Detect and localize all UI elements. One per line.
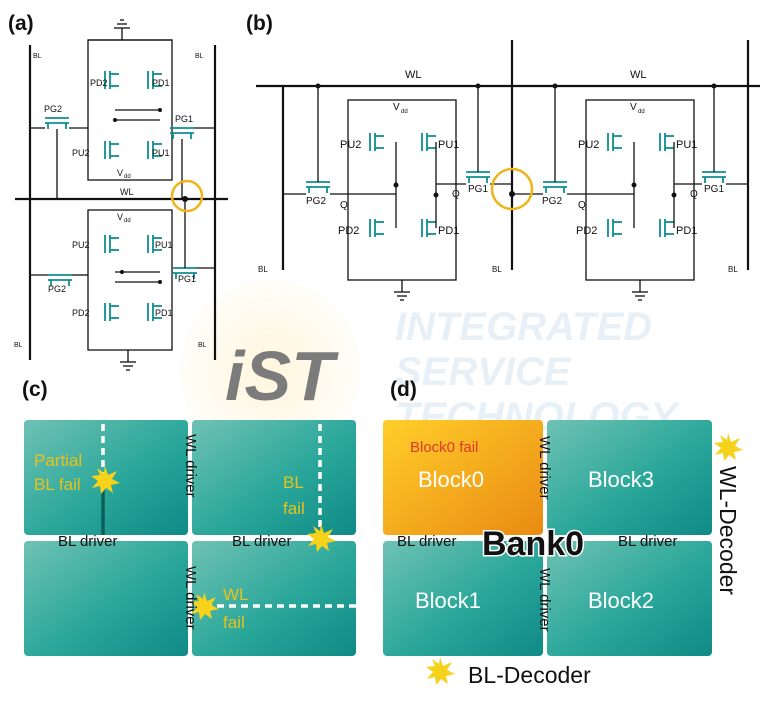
a-top-pd2: PD2 xyxy=(90,78,108,88)
a-bot-pu1: PU1 xyxy=(155,240,173,250)
a-bl-label-top-left: BL xyxy=(33,53,42,60)
c-wl-fail-text-1: WL xyxy=(223,585,249,604)
d-bl-driver-left: BL driver xyxy=(397,533,456,550)
d-wl-driver-top: WL driver xyxy=(536,436,553,500)
panel-c: (c) Partial BL fail BL fail WL fail BL d… xyxy=(22,378,356,656)
c-wl-fail-text-2: fail xyxy=(223,613,245,632)
a-bot-pg1: PG1 xyxy=(178,274,196,284)
a-bot-pg2: PG2 xyxy=(48,284,66,294)
b-right-pd1: PD1 xyxy=(676,225,697,237)
a-bot-pd2: PD2 xyxy=(72,308,90,318)
c-bl-driver-left: BL driver xyxy=(58,533,117,550)
a-fail-highlight-circle xyxy=(170,179,204,213)
b-right-vdd-sub: dd xyxy=(638,109,645,115)
watermark-line-2: SERVICE xyxy=(395,350,572,394)
b-right-pd2: PD2 xyxy=(576,225,597,237)
d-block3 xyxy=(547,420,712,535)
b-right-q: Q xyxy=(690,189,698,200)
c-block-top-right xyxy=(192,420,356,535)
c-partial-bl-fail-text-2: BL fail xyxy=(34,475,81,494)
d-block2 xyxy=(547,541,712,656)
c-wl-driver-bottom: WL driver xyxy=(182,566,199,630)
d-block0-fail-text: Block0 fail xyxy=(410,439,478,456)
a-wl-label: WL xyxy=(120,187,134,197)
d-block0-label: Block0 xyxy=(418,467,484,492)
b-right-qb: Q xyxy=(578,200,586,211)
d-bank-label: Bank0 xyxy=(482,525,584,563)
b-bl-label-right: BL xyxy=(728,265,738,274)
b-left-pg2: PG2 xyxy=(306,196,326,207)
d-block2-label: Block2 xyxy=(588,588,654,613)
b-left-q: Q xyxy=(452,189,460,200)
d-wl-decoder-star xyxy=(714,433,743,461)
a-top-pg2: PG2 xyxy=(44,104,62,114)
d-block0 xyxy=(383,420,543,535)
b-left-pd2: PD2 xyxy=(338,225,359,237)
panel-c-label: (c) xyxy=(22,378,48,401)
panel-b: (b) WL WL BL BL BL V dd PU2 PU1 PD2 PD1 … xyxy=(246,12,760,301)
b-right-pg1: PG1 xyxy=(704,184,724,195)
b-left-vdd-sub: dd xyxy=(401,109,408,115)
d-wl-driver-bottom: WL driver xyxy=(536,568,553,632)
a-bot-pd1: PD1 xyxy=(155,308,173,318)
b-left-pd1: PD1 xyxy=(438,225,459,237)
d-wl-decoder-label: WL-Decoder xyxy=(715,466,741,595)
b-left-vdd: V xyxy=(393,102,400,113)
watermark-logo-text: iST xyxy=(225,337,339,415)
watermark-line-1: INTEGRATED xyxy=(395,305,652,349)
b-right-pg2: PG2 xyxy=(542,196,562,207)
d-block1-label: Block1 xyxy=(415,588,481,613)
a-bot-vdd: V xyxy=(117,212,123,222)
c-block-bottom-left xyxy=(24,541,188,656)
panel-a: (a) BL BL BL BL WL PD2 PD1 PU2 PU1 V dd … xyxy=(8,12,228,371)
c-bl-driver-right: BL driver xyxy=(232,533,291,550)
d-bl-decoder-star xyxy=(426,657,455,685)
c-partial-bl-fail-text-1: Partial xyxy=(34,451,82,470)
c-block-bottom-right xyxy=(192,541,356,656)
d-bl-decoder-label: BL-Decoder xyxy=(468,662,591,688)
a-bl-label-bottom-right: BL xyxy=(198,342,207,349)
b-right-pu1: PU1 xyxy=(676,139,697,151)
b-fail-highlight-circle xyxy=(490,167,534,211)
b-blb-label: BL xyxy=(258,265,268,274)
a-bot-pu2: PU2 xyxy=(72,240,90,250)
a-top-vdd: V xyxy=(117,168,123,178)
d-block1 xyxy=(383,541,543,656)
a-top-pu1: PU1 xyxy=(152,148,170,158)
b-wl-label-right: WL xyxy=(630,69,647,81)
panel-d-label: (d) xyxy=(390,378,417,401)
watermark-logo-sun xyxy=(180,280,360,460)
panel-a-label: (a) xyxy=(8,12,34,35)
b-bl-label-mid: BL xyxy=(492,265,502,274)
b-left-pu2: PU2 xyxy=(340,139,361,151)
b-left-pu1: PU1 xyxy=(438,139,459,151)
a-top-vdd-sub: dd xyxy=(124,174,131,180)
a-top-pu2: PU2 xyxy=(72,148,90,158)
a-bl-label-bottom-left: BL xyxy=(14,342,23,349)
a-bl-label-top-right: BL xyxy=(195,53,204,60)
b-left-qb: Q xyxy=(340,200,348,211)
c-bl-fail-text-1: BL xyxy=(283,473,304,492)
a-bot-vdd-sub: dd xyxy=(124,218,131,224)
d-bl-driver-right: BL driver xyxy=(618,533,677,550)
b-wl-label-left: WL xyxy=(405,69,422,81)
a-top-pg1: PG1 xyxy=(175,114,193,124)
b-right-pu2: PU2 xyxy=(578,139,599,151)
c-bl-fail-text-2: fail xyxy=(283,499,305,518)
panel-b-label: (b) xyxy=(246,12,273,35)
d-block3-label: Block3 xyxy=(588,467,654,492)
b-right-vdd: V xyxy=(630,102,637,113)
c-wl-driver-top: WL driver xyxy=(182,434,199,498)
panel-d: (d) Block0 fail Block0 Block3 Block1 Blo… xyxy=(383,378,743,688)
a-top-pd1: PD1 xyxy=(152,78,170,88)
b-left-pg1: PG1 xyxy=(468,184,488,195)
